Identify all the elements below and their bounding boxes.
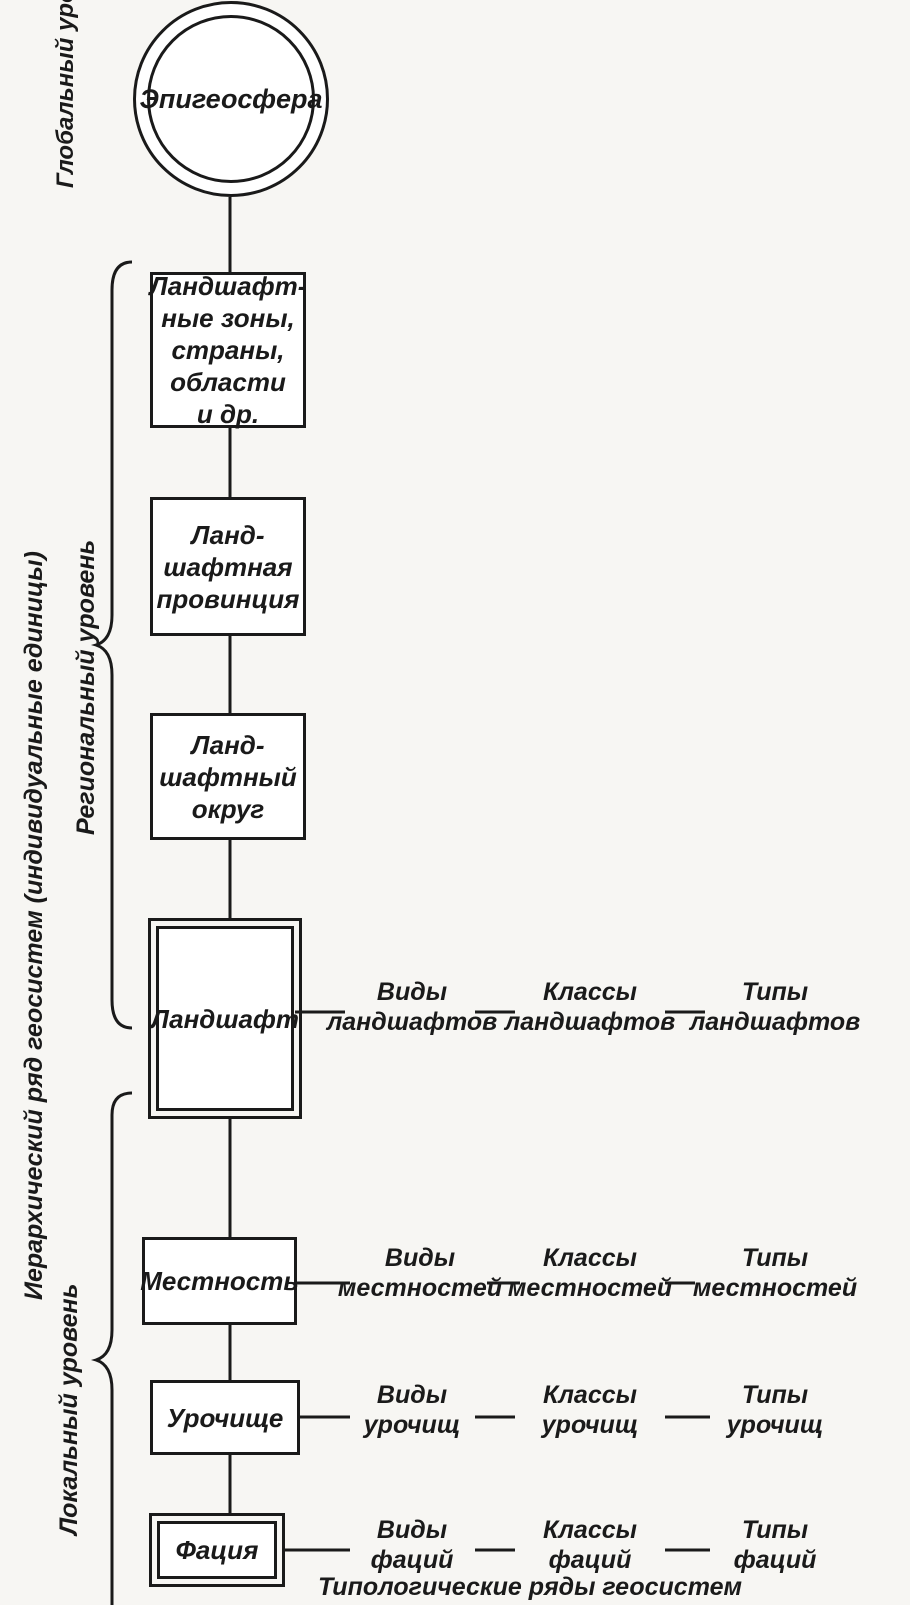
kinds-word: Виды	[376, 978, 448, 1006]
kinds-word: Виды	[384, 1244, 456, 1272]
types-word: Типы	[741, 1516, 809, 1544]
landscape-province-label: Ланд- шафтная провинция	[156, 519, 300, 614]
landscape-node: Ландшафт	[148, 918, 302, 1119]
terrain-node: Местность	[140, 1237, 299, 1325]
types-object: ландшафтов	[689, 1008, 861, 1036]
terrain-label: Местность	[140, 1266, 299, 1296]
landscape-district-label: Ланд- шафтный округ	[159, 729, 297, 824]
landscape-district-node: Ланд- шафтный округ	[150, 713, 306, 840]
facies-label: Фация	[175, 1535, 259, 1565]
epigeosphere-node: Эпигеосфера	[133, 1, 329, 197]
classes-word: Классы	[543, 1381, 637, 1409]
epigeosphere-inner-ring	[147, 15, 315, 183]
classes-word: Классы	[543, 978, 637, 1006]
landscape-zones-label: Ландшафт- ные зоны, страны, области и др…	[149, 271, 307, 429]
local-brace	[90, 1091, 133, 1605]
kinds-object: фаций	[370, 1546, 454, 1574]
landscape-zones-node: Ландшафт- ные зоны, страны, области и др…	[149, 271, 307, 429]
classes-object: ландшафтов	[504, 1008, 676, 1036]
types-object: фаций	[733, 1546, 817, 1574]
kinds-object: ландшафтов	[326, 1008, 498, 1036]
tract-node: Урочище	[150, 1380, 300, 1455]
types-object: местностей	[692, 1274, 858, 1302]
classes-object: местностей	[507, 1274, 673, 1302]
hierarchy-axis-label: Иерархический ряд геосистем (индивидуаль…	[20, 551, 48, 1300]
kinds-object: местностей	[337, 1274, 503, 1302]
typology-caption: Типологические ряды геосистем	[317, 1573, 743, 1601]
classes-word: Классы	[543, 1516, 637, 1544]
kinds-word: Виды	[376, 1381, 448, 1409]
landscape-label: Ландшафт	[150, 1003, 300, 1034]
types-word: Типы	[741, 1381, 809, 1409]
tract-label: Урочище	[166, 1402, 284, 1433]
regional-level-label: Региональный уровень	[72, 539, 100, 835]
global-level-label: Глобальный уровень	[52, 0, 79, 188]
classes-word: Классы	[543, 1244, 637, 1272]
classes-object: урочищ	[541, 1411, 639, 1439]
types-object: урочищ	[726, 1411, 824, 1439]
kinds-object: урочищ	[363, 1411, 461, 1439]
classes-object: фаций	[548, 1546, 632, 1574]
kinds-word: Виды	[376, 1516, 448, 1544]
types-word: Типы	[741, 978, 809, 1006]
landscape-province-node: Ланд- шафтная провинция	[150, 497, 306, 636]
facies-node: Фация	[149, 1513, 285, 1587]
local-level-label: Локальный уровень	[55, 1283, 83, 1535]
epigeosphere-label: Эпигеосфера	[139, 83, 323, 114]
regional-brace	[90, 260, 133, 1030]
types-word: Типы	[741, 1244, 809, 1272]
